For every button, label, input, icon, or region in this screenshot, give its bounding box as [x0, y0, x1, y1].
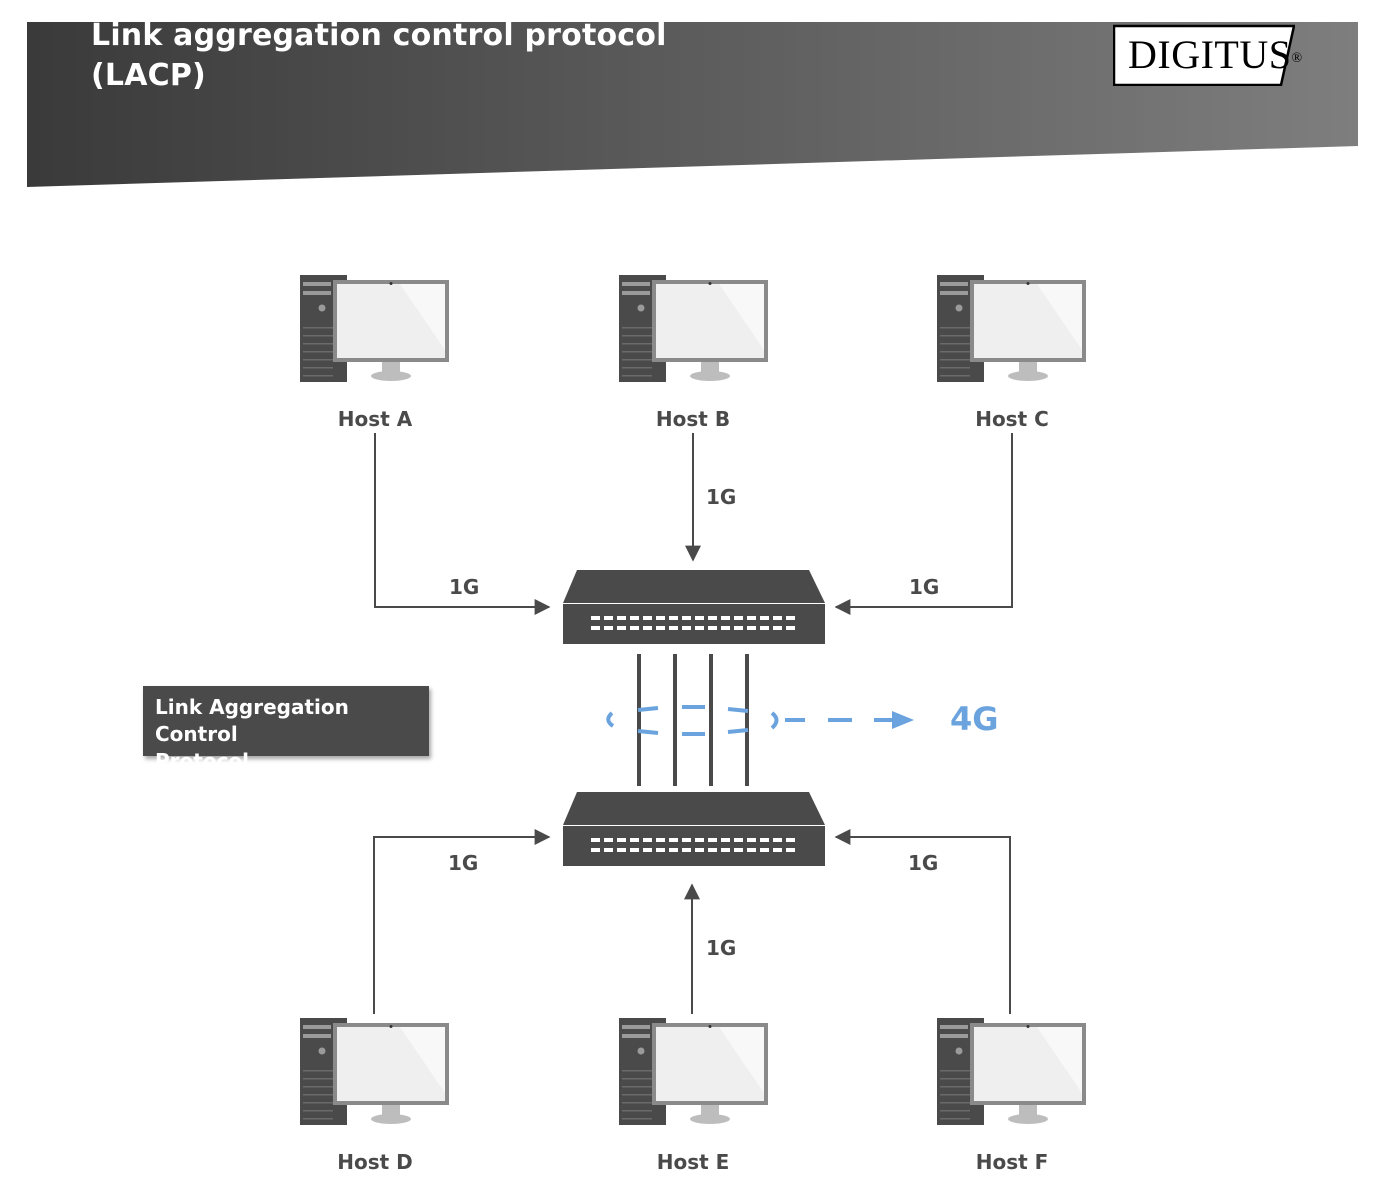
callout-text: Link Aggregation Control Protocol — [155, 694, 429, 775]
host-d-computer-icon — [300, 1018, 449, 1125]
host-f-computer-icon — [937, 1018, 1086, 1125]
aggregation-arrowhead — [892, 711, 914, 729]
logo-wordmark: DIGITUS® — [1128, 32, 1303, 77]
host-e-computer-icon — [619, 1018, 768, 1125]
link-host-c — [834, 433, 1013, 615]
speed-label-host-f: 1G — [908, 851, 939, 875]
host-c-computer-icon — [937, 275, 1086, 382]
speed-label-host-d: 1G — [448, 851, 479, 875]
host-b-computer-icon — [619, 275, 768, 382]
bottom-switch-icon — [563, 792, 825, 866]
host-f-label: Host F — [975, 1150, 1049, 1174]
speed-label-host-e: 1G — [706, 936, 737, 960]
callout-text-line2: Protocol — [155, 749, 250, 773]
speed-label-host-c: 1G — [909, 575, 940, 599]
link-host-f — [834, 829, 1011, 1014]
host-a-computer-icon — [300, 275, 449, 382]
top-switch-icon — [563, 570, 825, 644]
link-host-a — [374, 433, 551, 615]
lacp-callout-box: Link Aggregation Control Protocol — [143, 686, 429, 773]
host-e-label: Host E — [656, 1150, 730, 1174]
callout-text-line1: Link Aggregation Control — [155, 695, 349, 746]
page-title-line1: Link aggregation control protocol — [91, 18, 667, 53]
aggregation-indicator — [606, 705, 894, 736]
host-a-label: Host A — [337, 407, 413, 431]
host-d-label: Host D — [337, 1150, 413, 1174]
trunk-links — [637, 654, 749, 786]
page-title-line2: (LACP) — [91, 58, 206, 93]
speed-label-host-a: 1G — [449, 575, 480, 599]
aggregated-bandwidth-label: 4G — [950, 700, 999, 738]
digitus-logo — [1113, 24, 1295, 86]
header-banner — [27, 22, 1358, 187]
speed-label-host-b: 1G — [706, 485, 737, 509]
host-c-label: Host C — [975, 407, 1049, 431]
host-b-label: Host B — [655, 407, 731, 431]
link-host-d — [373, 829, 551, 1014]
